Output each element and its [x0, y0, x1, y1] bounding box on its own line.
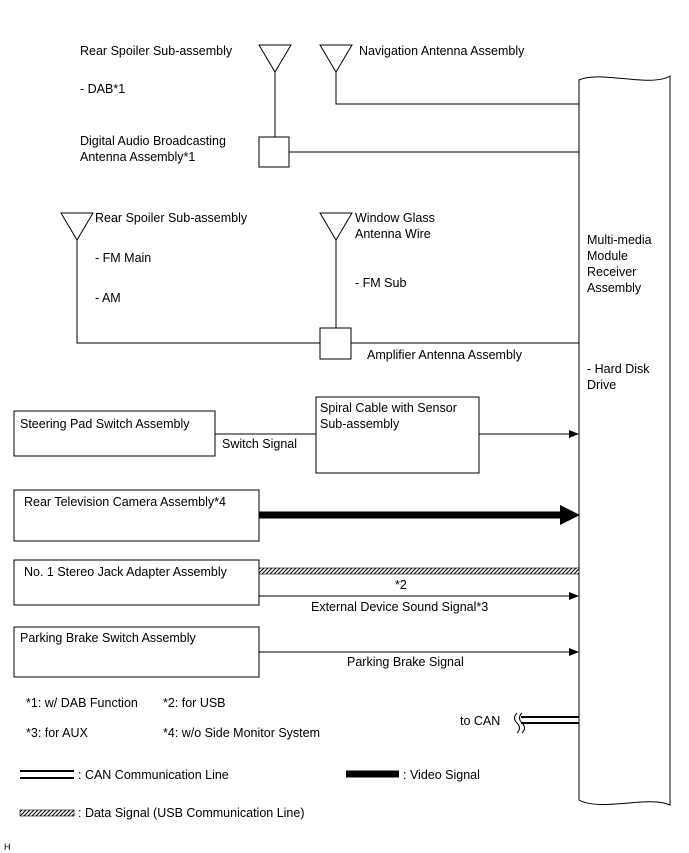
- can-label: to CAN: [460, 714, 500, 728]
- receiver-assembly: Multi-media Module Receiver Assembly - H…: [578, 75, 671, 806]
- stereo-jack-adapter: No. 1 Stereo Jack Adapter Assembly *2 Ex…: [13, 559, 580, 614]
- can-connection: to CAN: [460, 712, 579, 734]
- spiral-cable-label-line-2: Sub-assembly: [320, 417, 400, 431]
- antenna-icon: [60, 212, 320, 344]
- legend-data-label: : Data Signal (USB Communication Line): [78, 806, 305, 820]
- footnote-1: *1: w/ DAB Function: [26, 696, 138, 710]
- footnotes: *1: w/ DAB Function *2: for USB *3: for …: [26, 696, 320, 740]
- switch-signal-label: Switch Signal: [222, 437, 297, 451]
- receiver-title-line-4: Assembly: [587, 281, 642, 295]
- receiver-title-line-2: Module: [587, 249, 628, 263]
- dab-antenna-assembly: Digital Audio Broadcasting Antenna Assem…: [80, 134, 579, 168]
- steering-pad-switch: Steering Pad Switch Assembly Switch Sign…: [13, 410, 316, 457]
- footnote-2: *2: for USB: [163, 696, 226, 710]
- spiral-cable: Spiral Cable with Sensor Sub-assembly: [315, 396, 579, 474]
- legend-video-label: : Video Signal: [403, 768, 480, 782]
- window-glass-note: - FM Sub: [355, 276, 406, 290]
- window-glass-label-line-1: Window Glass: [355, 211, 435, 225]
- parking-brake-switch: Parking Brake Switch Assembly Parking Br…: [13, 626, 579, 678]
- usb-footnote-mark: *2: [395, 578, 407, 592]
- footnote-4: *4: w/o Side Monitor System: [163, 726, 320, 740]
- receiver-title-line-3: Receiver: [587, 265, 636, 279]
- steering-pad-label: Steering Pad Switch Assembly: [20, 417, 190, 431]
- arrow-head-icon: [560, 505, 580, 525]
- amplifier-label: Amplifier Antenna Assembly: [367, 348, 523, 362]
- receiver-title-line-1: Multi-media: [587, 233, 652, 247]
- rear-spoiler-fm-antenna: Rear Spoiler Sub-assembly - FM Main - AM: [60, 211, 320, 344]
- footnote-3: *3: for AUX: [26, 726, 88, 740]
- rear-spoiler-dab-label: Rear Spoiler Sub-assembly: [80, 44, 233, 58]
- dab-assembly-label-line-2: Antenna Assembly*1: [80, 150, 195, 164]
- usb-data-line: [258, 567, 580, 575]
- arrow-head-icon: [569, 648, 579, 656]
- corner-mark: H: [4, 842, 11, 852]
- legend: : CAN Communication Line : Video Signal …: [19, 768, 480, 820]
- rear-camera-label: Rear Television Camera Assembly*4: [24, 495, 226, 509]
- antenna-icon: [258, 44, 292, 137]
- navigation-antenna-label: Navigation Antenna Assembly: [359, 44, 525, 58]
- amplifier-antenna-assembly: Amplifier Antenna Assembly: [319, 327, 579, 362]
- parking-brake-signal-label: Parking Brake Signal: [347, 655, 464, 669]
- antenna-icon: [319, 44, 579, 105]
- arrow-head-icon: [569, 592, 579, 600]
- rear-spoiler-fm-note-1: - FM Main: [95, 251, 151, 265]
- spiral-cable-label-line-1: Spiral Cable with Sensor: [320, 401, 457, 415]
- rear-spoiler-dab-antenna: Rear Spoiler Sub-assembly - DAB*1: [80, 44, 292, 137]
- receiver-note-line-2: Drive: [587, 378, 616, 392]
- receiver-note-line-1: - Hard Disk: [587, 362, 650, 376]
- window-glass-label-line-2: Antenna Wire: [355, 227, 431, 241]
- external-sound-signal-label: External Device Sound Signal*3: [311, 600, 488, 614]
- arrow-head-icon: [569, 430, 579, 438]
- antenna-icon: [319, 212, 353, 328]
- stereo-jack-label: No. 1 Stereo Jack Adapter Assembly: [24, 565, 228, 579]
- rear-spoiler-fm-note-2: - AM: [95, 291, 121, 305]
- rear-camera: Rear Television Camera Assembly*4: [13, 489, 580, 542]
- window-glass-antenna: Window Glass Antenna Wire - FM Sub: [319, 211, 435, 328]
- rear-spoiler-fm-label: Rear Spoiler Sub-assembly: [95, 211, 248, 225]
- legend-can-label: : CAN Communication Line: [78, 768, 229, 782]
- rear-spoiler-dab-note: - DAB*1: [80, 82, 125, 96]
- parking-brake-label: Parking Brake Switch Assembly: [20, 631, 197, 645]
- navigation-antenna: Navigation Antenna Assembly: [319, 44, 579, 105]
- dab-assembly-label-line-1: Digital Audio Broadcasting: [80, 134, 226, 148]
